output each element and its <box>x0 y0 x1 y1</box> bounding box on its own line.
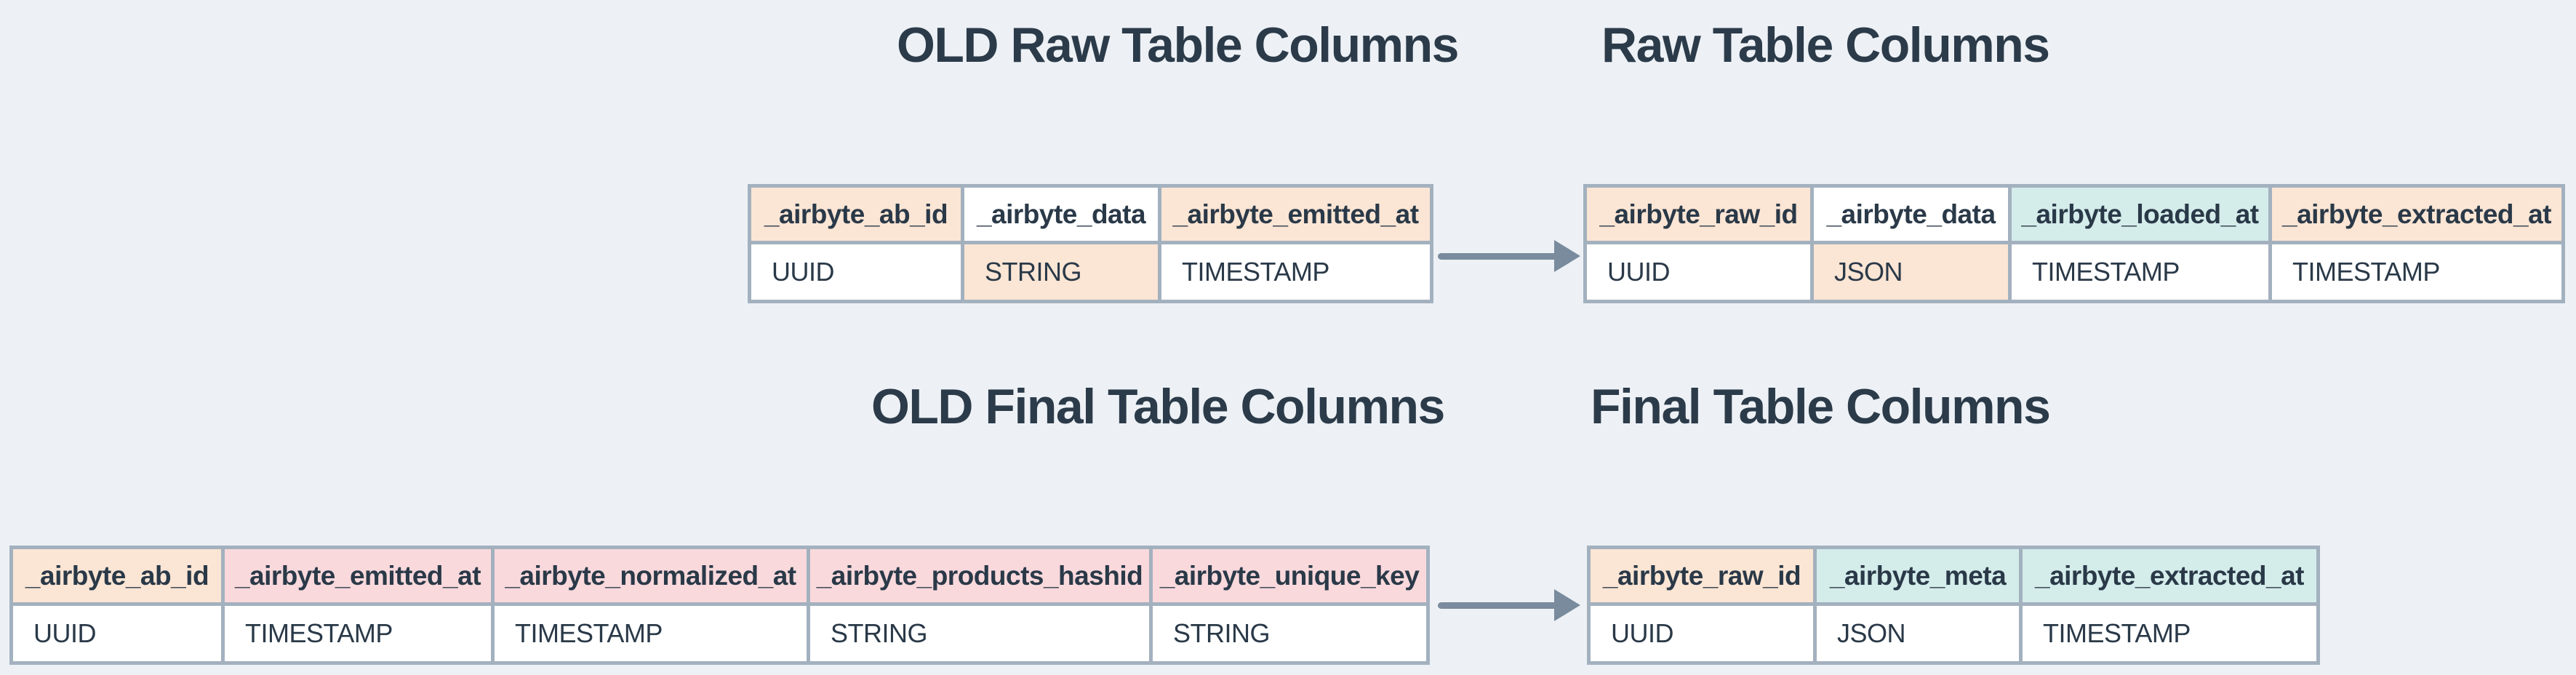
arrow-shaft <box>1438 602 1559 609</box>
final-table-column-type-cell: JSON <box>1817 606 2019 661</box>
old-final-table-column-header-cell: _airbyte_emitted_at <box>225 549 491 602</box>
raw-migration-arrow-icon <box>1438 240 1580 272</box>
old-final-table-column-header-cell: _airbyte_normalized_at <box>495 549 807 602</box>
old-final-table-column-type-cell: UUID <box>13 606 221 661</box>
old-final-table-title: OLD Final Table Columns <box>871 379 1445 434</box>
old-final-table-column-header-cell: _airbyte_unique_key <box>1153 549 1426 602</box>
final-table: _airbyte_raw_id_airbyte_meta_airbyte_ext… <box>1587 546 2320 665</box>
old-final-table-column-type-cell: TIMESTAMP <box>225 606 491 661</box>
old-final-table-column-type-cell: STRING <box>810 606 1149 661</box>
final-table-column-header-cell: _airbyte_meta <box>1817 549 2019 602</box>
old-final-table-column-type-cell: STRING <box>1153 606 1426 661</box>
old-raw-table-column-header-cell: _airbyte_data <box>964 188 1158 241</box>
old-raw-table: _airbyte_ab_id_airbyte_data_airbyte_emit… <box>748 184 1433 303</box>
raw-table-column-type-cell: TIMESTAMP <box>2272 244 2561 300</box>
raw-table-column-header-cell: _airbyte_raw_id <box>1587 188 1810 241</box>
final-table-column-header-cell: _airbyte_extracted_at <box>2023 549 2316 602</box>
final-table-column-type-cell: UUID <box>1591 606 1813 661</box>
old-final-table-column-header-cell: _airbyte_products_hashid <box>810 549 1149 602</box>
final-table-column-header-cell: _airbyte_raw_id <box>1591 549 1813 602</box>
raw-table-column-header-cell: _airbyte_data <box>1814 188 2008 241</box>
raw-table: _airbyte_raw_id_airbyte_data_airbyte_loa… <box>1583 184 2565 303</box>
old-raw-table-column-header-cell: _airbyte_emitted_at <box>1161 188 1430 241</box>
old-final-table-column-type-cell: TIMESTAMP <box>495 606 807 661</box>
old-final-table-column-header-cell: _airbyte_ab_id <box>13 549 221 602</box>
raw-table-column-type-cell: TIMESTAMP <box>2012 244 2268 300</box>
arrow-shaft <box>1438 253 1559 260</box>
old-raw-table-column-type-cell: STRING <box>964 244 1158 300</box>
raw-table-title: Raw Table Columns <box>1601 17 2050 73</box>
old-raw-table-column-type-cell: UUID <box>751 244 961 300</box>
old-raw-table-column-type-cell: TIMESTAMP <box>1161 244 1430 300</box>
old-raw-table-title: OLD Raw Table Columns <box>897 17 1459 73</box>
raw-table-column-type-cell: UUID <box>1587 244 1810 300</box>
old-raw-table-column-header-cell: _airbyte_ab_id <box>751 188 961 241</box>
raw-table-column-type-cell: JSON <box>1814 244 2008 300</box>
final-migration-arrow-icon <box>1438 589 1580 621</box>
raw-table-column-header-cell: _airbyte_extracted_at <box>2272 188 2561 241</box>
final-table-title: Final Table Columns <box>1591 379 2051 434</box>
old-final-table: _airbyte_ab_id_airbyte_emitted_at_airbyt… <box>9 546 1430 665</box>
raw-table-column-header-cell: _airbyte_loaded_at <box>2012 188 2268 241</box>
final-table-column-type-cell: TIMESTAMP <box>2023 606 2316 661</box>
arrow-head <box>1554 589 1580 621</box>
arrow-head <box>1554 240 1580 272</box>
